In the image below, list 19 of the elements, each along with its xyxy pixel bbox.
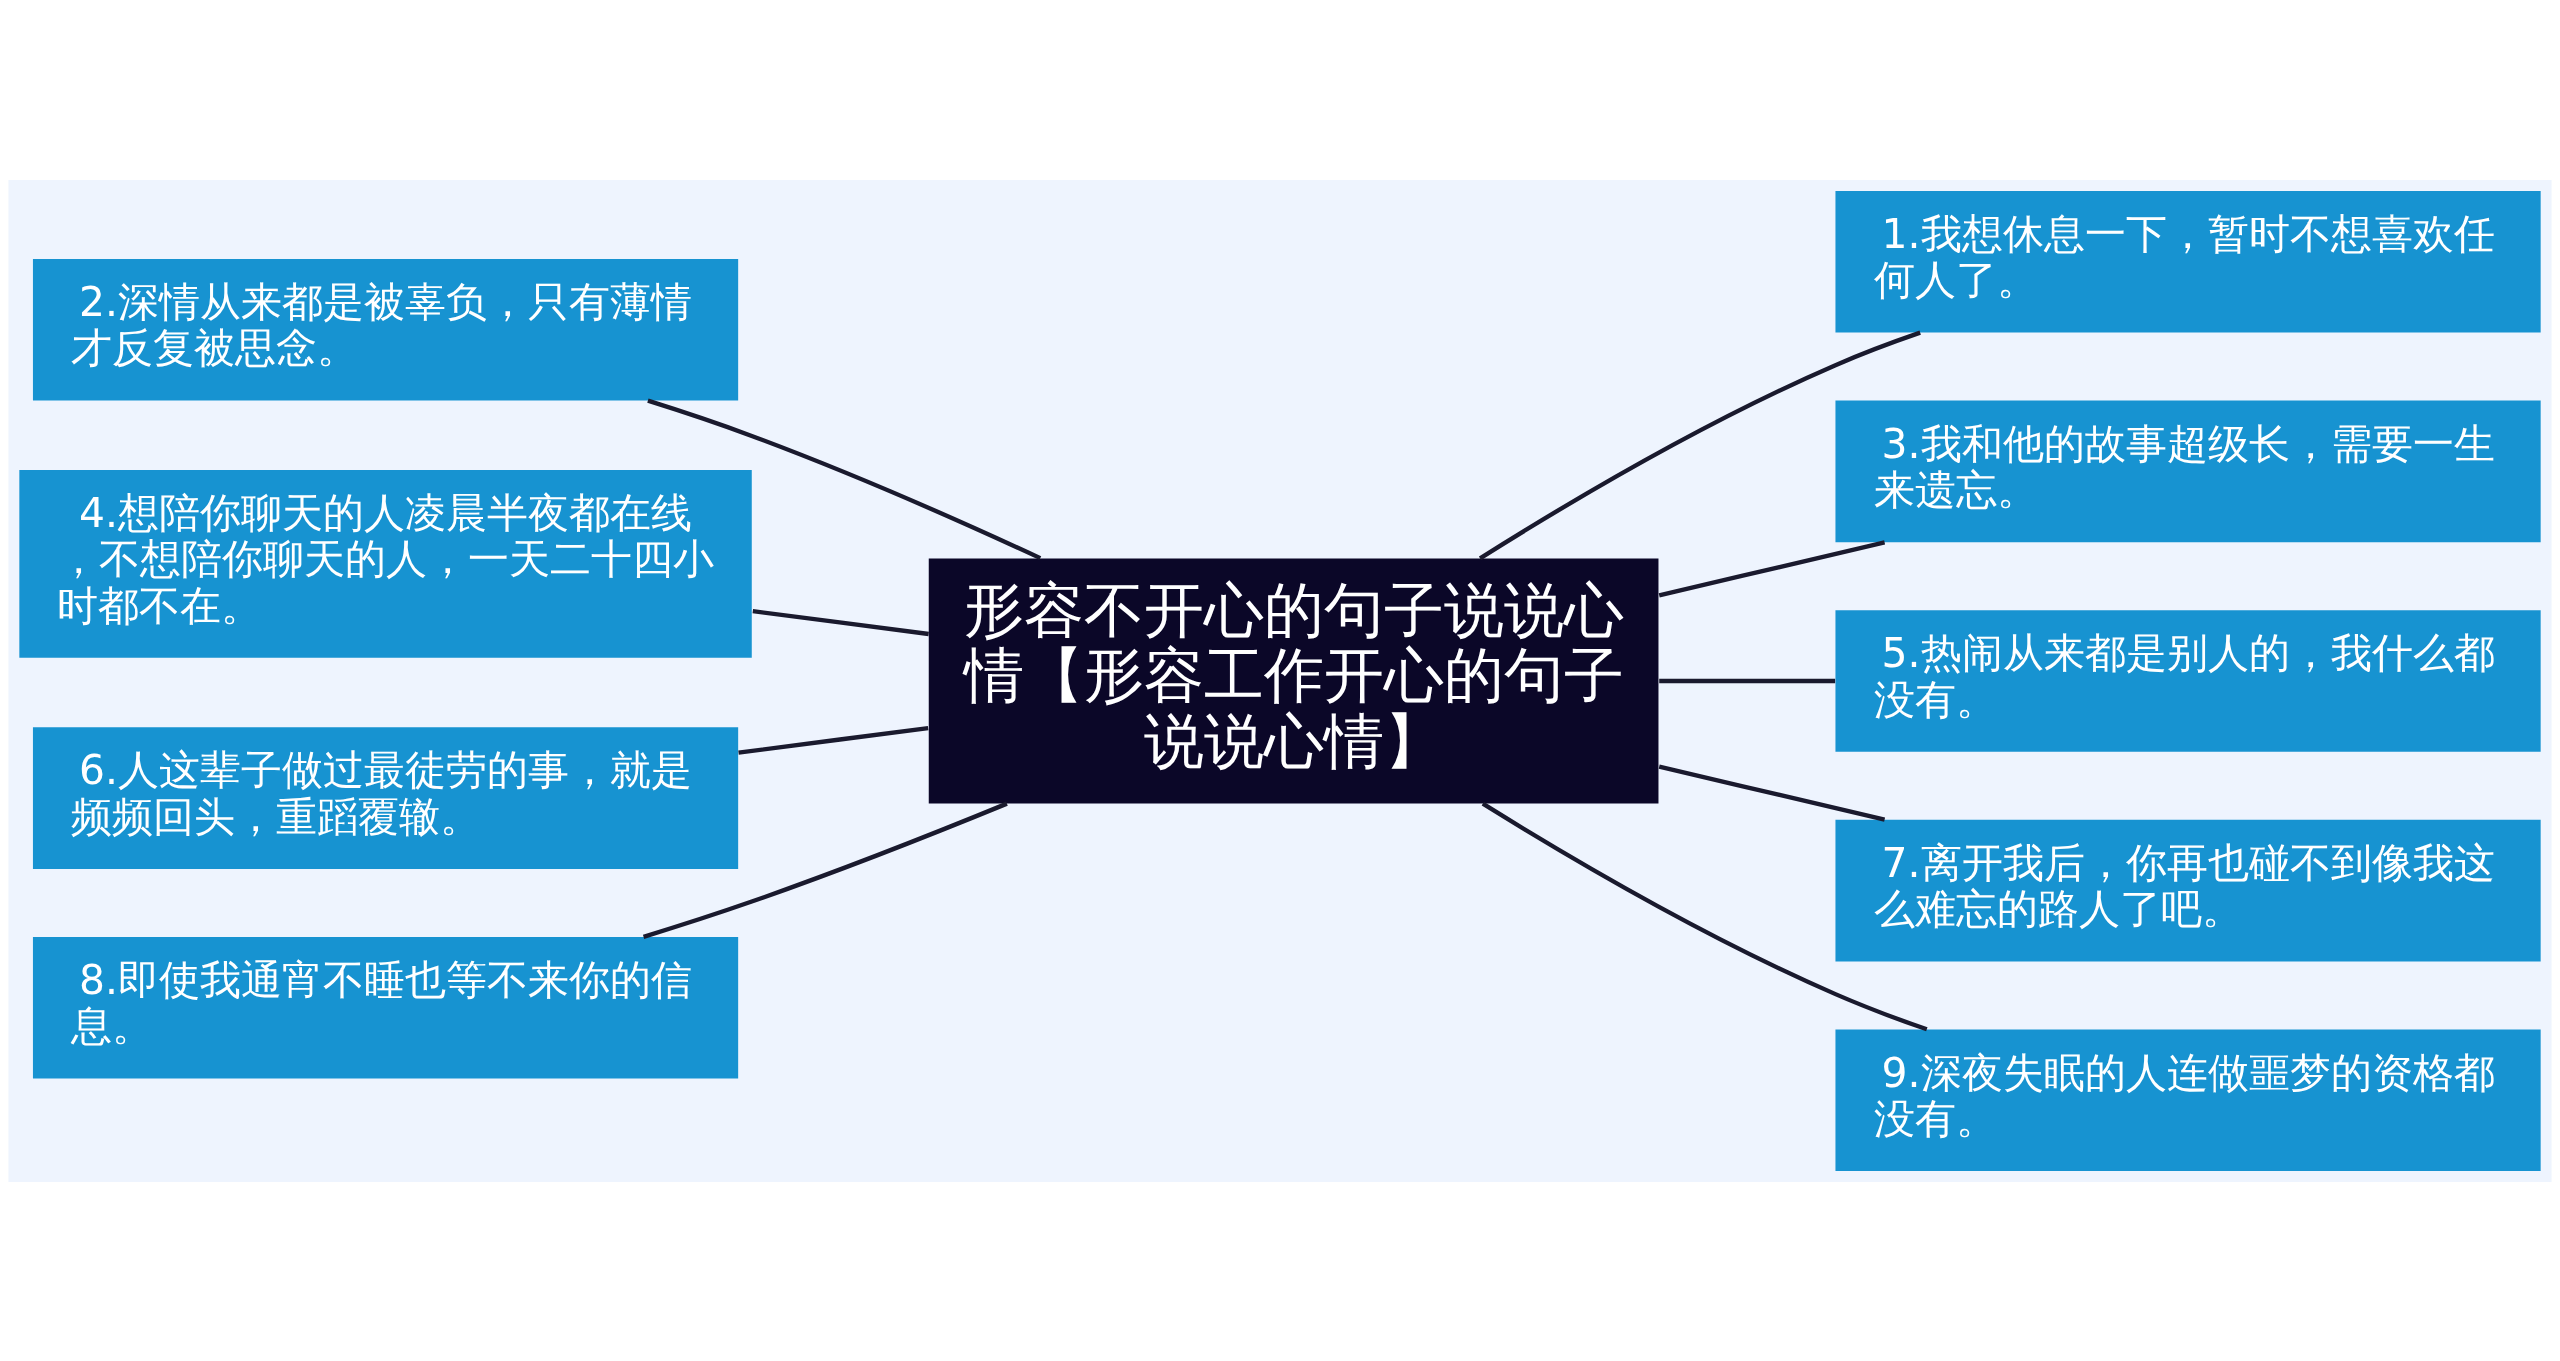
node-box: 9.深夜失眠的人连做噩梦的资格都没有。: [1835, 1029, 2541, 1171]
connector: [1481, 801, 1928, 1031]
connector: [752, 608, 929, 636]
node-box: 形容不开心的句子说说心情【形容工作开心的句子说说心情】: [928, 557, 1659, 804]
node-box: 2.深情从来都是被辜负，只有薄情才反复被思念。: [32, 258, 739, 401]
node-box: 6.人这辈子做过最徒劳的事，就是频频回头，重蹈覆辙。: [32, 726, 739, 869]
node-box: 8.即使我通宵不睡也等不来你的信息。: [32, 936, 739, 1079]
connector: [1659, 678, 1836, 683]
node-box: 7.离开我后，你再也碰不到像我这么难忘的路人了吧。: [1835, 819, 2541, 961]
node-box: 4.想陪你聊天的人凌晨半夜都在线，不想陪你聊天的人，一天二十四小时都不在。: [19, 469, 752, 658]
node-box: 1.我想休息一下，暂时不想喜欢任何人了。: [1835, 190, 2541, 332]
connector: [1658, 763, 1886, 822]
connector: [642, 801, 1008, 939]
node-box: 3.我和他的故事超级长，需要一生来遗忘。: [1835, 400, 2541, 542]
connector: [1658, 539, 1886, 598]
node-box: 5.热闹从来都是别人的，我什么都没有。: [1835, 609, 2541, 752]
connector: [738, 725, 929, 755]
connector: [647, 398, 1042, 560]
connector: [1478, 330, 1921, 560]
